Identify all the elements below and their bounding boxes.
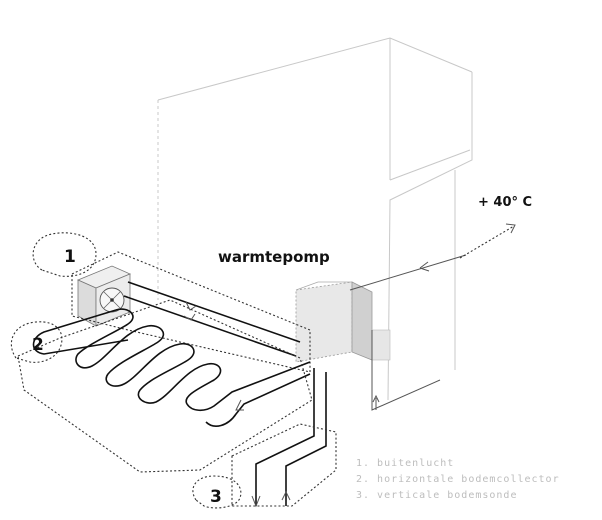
callout-3-number: 3: [210, 487, 222, 507]
legend-line-3: 3. verticale bodemsonde: [356, 490, 517, 501]
legend-line-1: 1. buitenlucht: [356, 458, 454, 469]
legend-line-2: 2. horizontale bodemcollector: [356, 474, 560, 485]
legend: 1. buitenlucht 2. horizontale bodemcolle…: [356, 458, 560, 501]
ground-collector: [17, 299, 313, 473]
ground-probe: [231, 368, 337, 508]
callout-3: 3: [192, 475, 242, 509]
heat-pump-label: warmtepomp: [218, 248, 330, 266]
house-outline: [157, 37, 473, 401]
callout-1: 1: [32, 232, 97, 277]
callout-1-number: 1: [64, 247, 76, 267]
callout-2: 2: [10, 321, 63, 363]
heating-output-pipe: [349, 254, 467, 411]
temperature-label: + 40° C: [478, 195, 532, 210]
temperature-arrow: [459, 223, 516, 259]
callout-2-number: 2: [32, 335, 44, 355]
